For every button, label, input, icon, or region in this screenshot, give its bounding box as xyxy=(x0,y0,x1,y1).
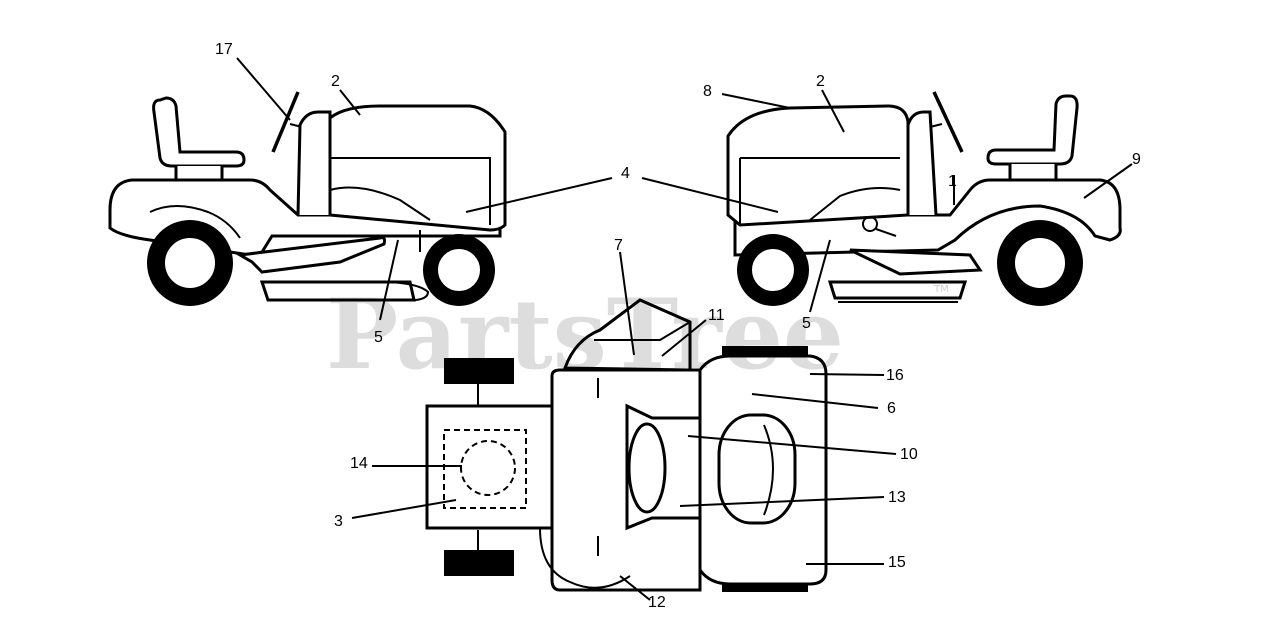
callout-2-right: 2 xyxy=(816,73,825,90)
callout-labels: 17 2 4 5 8 2 1 9 5 7 11 16 6 10 14 13 3 … xyxy=(215,41,1141,611)
callout-7: 7 xyxy=(614,237,623,254)
callout-12: 12 xyxy=(648,594,666,611)
callout-4: 4 xyxy=(621,165,630,182)
callout-5-right: 5 xyxy=(802,315,811,332)
right-side-view-tractor xyxy=(726,91,1122,306)
callout-11: 11 xyxy=(708,307,725,324)
left-side-view-tractor xyxy=(108,91,507,306)
callout-6: 6 xyxy=(887,400,896,417)
callout-2-left: 2 xyxy=(331,73,340,90)
watermark-trademark: TM xyxy=(933,284,949,295)
callout-16: 16 xyxy=(886,367,904,384)
leader-lines xyxy=(236,57,1133,601)
callout-9: 9 xyxy=(1132,151,1141,168)
callout-10: 10 xyxy=(900,446,918,463)
callout-17: 17 xyxy=(215,41,233,58)
callout-1: 1 xyxy=(948,173,957,190)
callout-14: 14 xyxy=(350,455,368,472)
watermark: PartsTree xyxy=(326,278,844,391)
top-view-tractor xyxy=(425,298,828,592)
callout-15: 15 xyxy=(888,554,906,571)
callout-13: 13 xyxy=(888,489,906,506)
callout-3: 3 xyxy=(334,513,343,530)
callout-8: 8 xyxy=(703,83,712,100)
callout-5-left: 5 xyxy=(374,329,383,346)
